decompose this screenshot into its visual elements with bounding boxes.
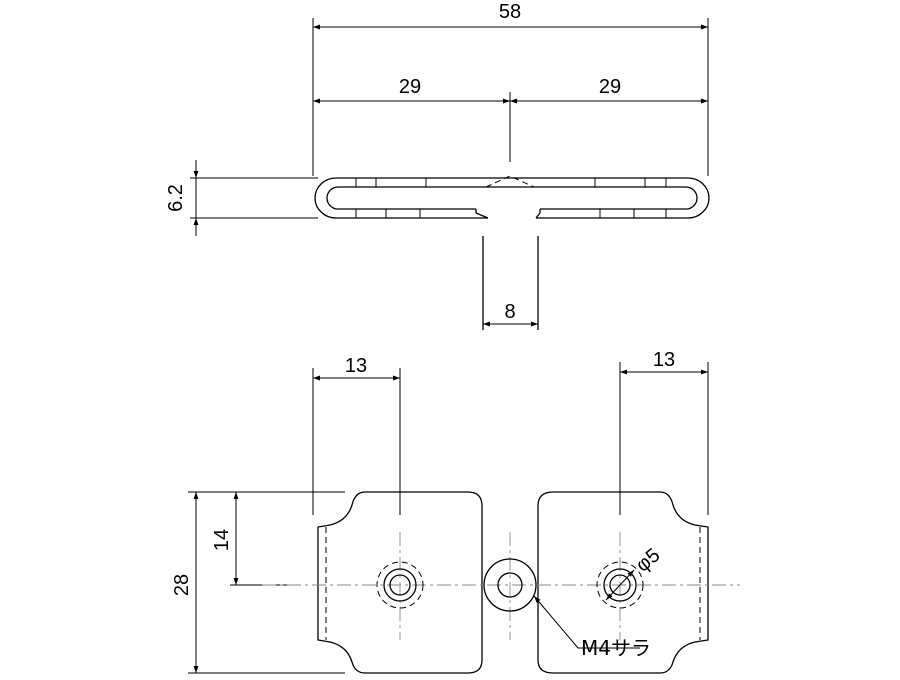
center-hole xyxy=(483,558,537,612)
dim-8-label: 8 xyxy=(504,301,515,323)
dim-29-left-label: 29 xyxy=(399,76,421,98)
dim-14-label: 14 xyxy=(211,529,233,551)
left-countersunk-hole xyxy=(376,561,424,609)
screw-note-label: M4サラ xyxy=(581,636,651,660)
dim-28-label: 28 xyxy=(171,574,193,596)
strap-inner-profile xyxy=(326,186,698,210)
right-pad-outline xyxy=(537,491,709,674)
dim-6-2-label: 6.2 xyxy=(165,184,187,212)
top-view: 58 29 29 6.2 xyxy=(165,1,710,330)
front-view: 13 13 28 14 xyxy=(171,349,740,674)
screw-note-leader xyxy=(533,595,640,649)
strap-segment-ticks xyxy=(355,175,667,218)
left-pad-outline xyxy=(317,491,483,674)
dim-line-phi5 xyxy=(605,569,635,601)
strap-outer-profile xyxy=(314,177,710,219)
dim-13-right-label: 13 xyxy=(653,349,675,371)
dim-13-left-label: 13 xyxy=(345,355,367,377)
dim-phi5-label: φ5 xyxy=(632,544,665,576)
dim-29-right-label: 29 xyxy=(599,76,621,98)
dim-58-label: 58 xyxy=(499,1,521,23)
